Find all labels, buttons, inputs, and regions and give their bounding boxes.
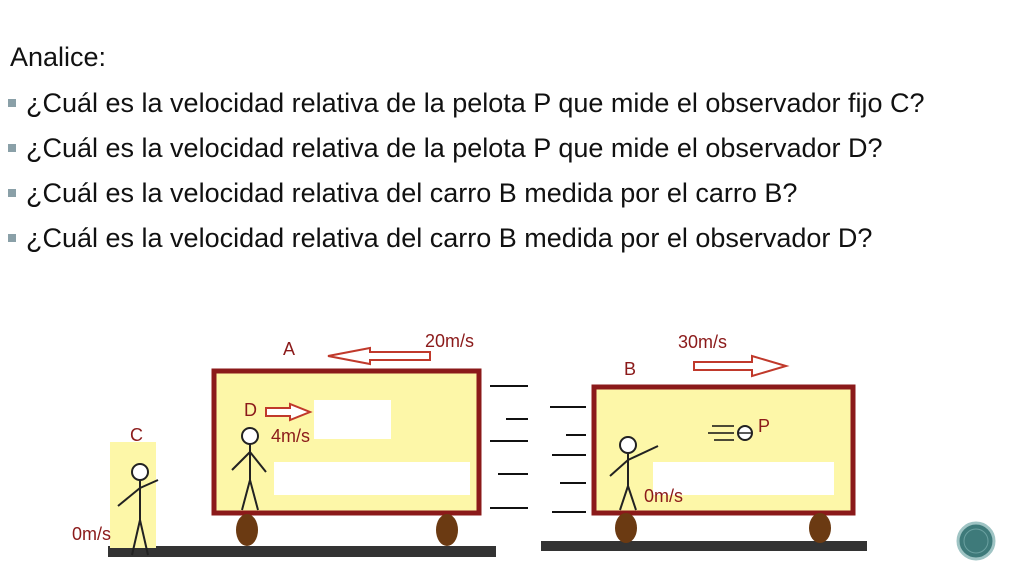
car-a-arrow-left-icon: [327, 346, 431, 366]
observer-d-speed: 4m/s: [271, 426, 310, 446]
observer-b: 0m/s: [609, 436, 683, 511]
observer-b-arm-left: [609, 459, 629, 477]
relative-motion-diagram: C 0m/s A 20m/s D 4m/s: [72, 331, 867, 557]
observer-c: C 0m/s: [72, 425, 159, 556]
observer-d-arrow-right-icon: [265, 402, 313, 422]
bullet-square-icon: [8, 99, 16, 107]
observer-b-head: [619, 436, 637, 454]
car-b-arrow-right-icon: [693, 354, 790, 378]
question-item: ¿Cuál es la velocidad relativa de la pel…: [8, 133, 998, 163]
observer-b-leg-right: [627, 485, 637, 511]
question-item: ¿Cuál es la velocidad relativa del carro…: [8, 178, 998, 208]
ground-right: [541, 541, 867, 551]
bullet-square-icon: [8, 234, 16, 242]
observer-b-speed: 0m/s: [644, 486, 683, 506]
car-a-wheel-right: [436, 514, 458, 546]
slide-heading: Analice:: [10, 42, 107, 72]
bullet-square-icon: [8, 189, 16, 197]
question-text: ¿Cuál es la velocidad relativa del carro…: [26, 178, 798, 208]
observer-c-label: C: [130, 425, 143, 445]
motion-lines: [490, 385, 586, 513]
car-a-window-bottom: [274, 462, 470, 495]
car-b: B 30m/s: [591, 332, 856, 543]
ball-p-label: P: [758, 416, 770, 436]
question-item: ¿Cuál es la velocidad relativa del carro…: [8, 223, 998, 253]
car-b-speed: 30m/s: [678, 332, 727, 352]
observer-c-arm-right: [139, 479, 159, 489]
car-a: A 20m/s: [211, 331, 482, 546]
observer-d-label: D: [244, 400, 257, 420]
observer-d-arm-left: [231, 451, 251, 471]
ground-left: [108, 546, 496, 557]
observer-d: D 4m/s: [231, 400, 313, 511]
car-a-wheel-left: [236, 514, 258, 546]
car-a-label: A: [283, 339, 295, 359]
car-b-window: [653, 462, 834, 495]
observer-c-head: [131, 463, 149, 481]
observer-c-arm-left: [117, 487, 141, 507]
observer-d-head: [241, 427, 259, 445]
question-list: ¿Cuál es la velocidad relativa de la pel…: [8, 88, 998, 268]
car-a-window-top: [314, 400, 391, 439]
car-a-speed: 20m/s: [425, 331, 474, 351]
observer-d-leg-left: [241, 479, 251, 511]
observer-d-leg-right: [249, 479, 259, 511]
observer-c-leg-left: [131, 519, 141, 556]
slide-nav-circle-icon[interactable]: [956, 521, 996, 561]
observer-b-arm-right: [627, 445, 659, 461]
observer-c-speed: 0m/s: [72, 524, 111, 544]
question-text: ¿Cuál es la velocidad relativa de la pel…: [26, 88, 925, 118]
question-text: ¿Cuál es la velocidad relativa de la pel…: [26, 133, 883, 163]
car-b-label: B: [624, 359, 636, 379]
ball-p: P: [708, 416, 770, 441]
observer-c-leg-right: [139, 519, 149, 556]
question-item: ¿Cuál es la velocidad relativa de la pel…: [8, 88, 998, 118]
bullet-square-icon: [8, 144, 16, 152]
question-text: ¿Cuál es la velocidad relativa del carro…: [26, 223, 873, 253]
observer-d-arm-right: [249, 451, 267, 473]
car-b-wheel-right: [809, 513, 831, 543]
observer-b-leg-left: [619, 485, 629, 511]
car-b-wheel-left: [615, 513, 637, 543]
